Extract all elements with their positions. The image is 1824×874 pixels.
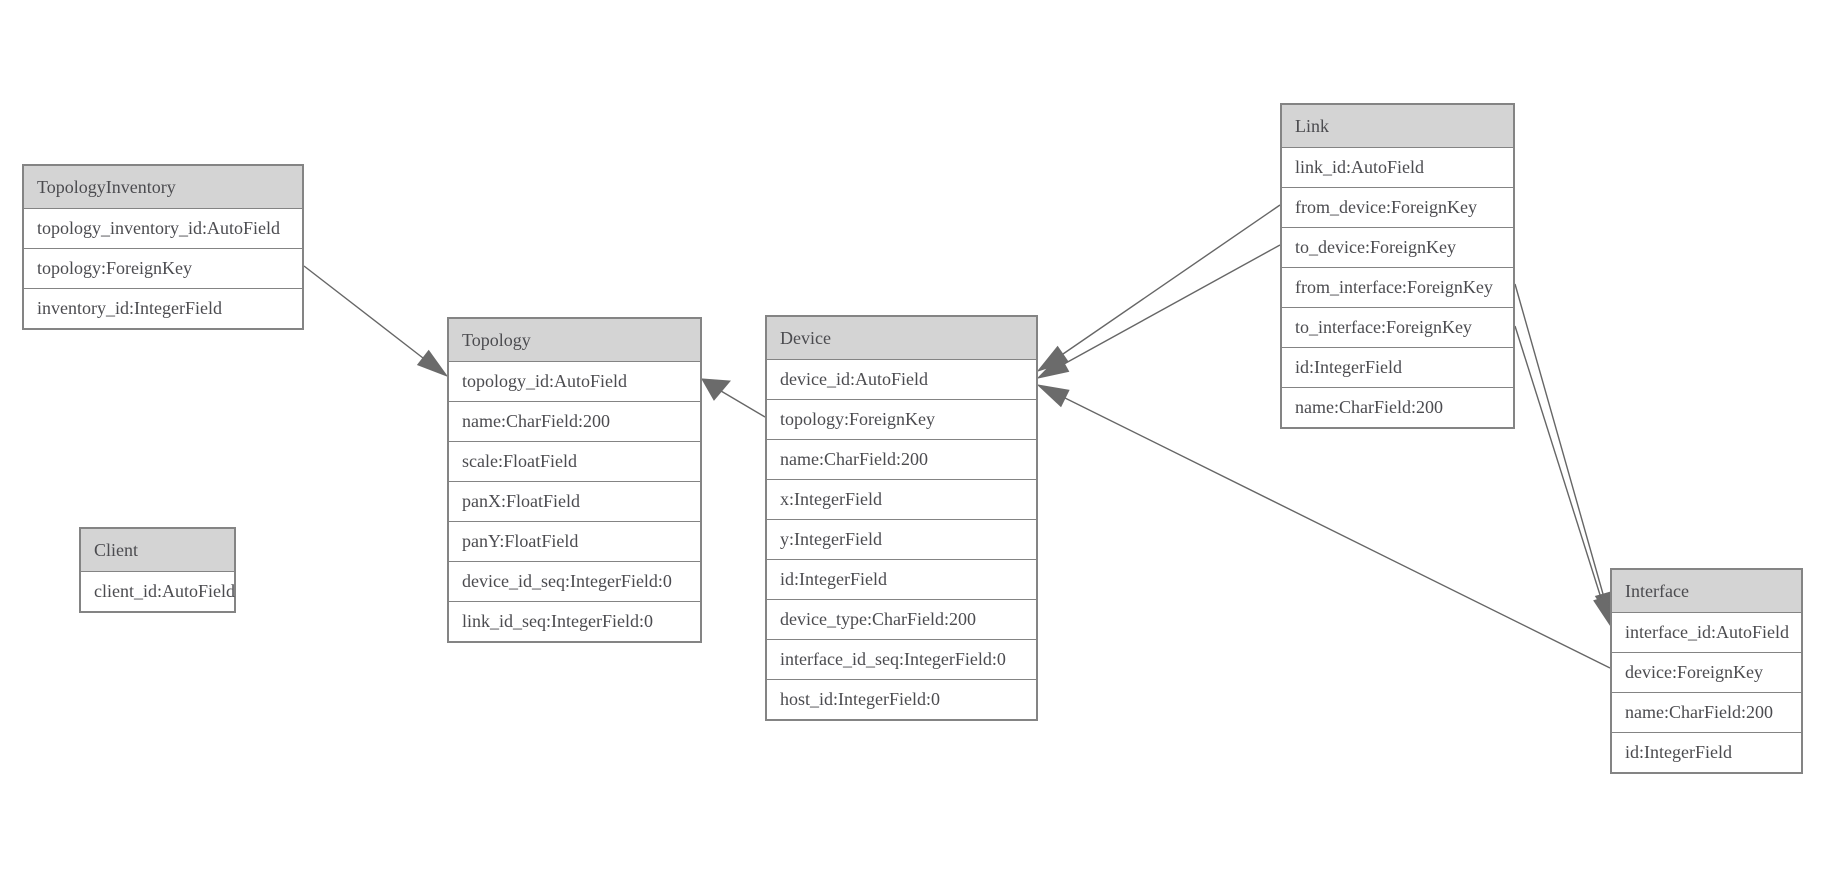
entity-title: Interface xyxy=(1612,570,1801,612)
entity-title: TopologyInventory xyxy=(24,166,302,208)
relationship-line xyxy=(1064,397,1611,669)
entity-field-row: interface_id:AutoField xyxy=(1612,612,1801,652)
relationship-arrowhead-icon xyxy=(1036,354,1070,379)
entity-field-row: from_interface:ForeignKey xyxy=(1282,267,1513,307)
relationship-line xyxy=(1514,283,1604,595)
entity-field-row: interface_id_seq:IntegerField:0 xyxy=(767,639,1036,679)
entity-field-row: link_id:AutoField xyxy=(1282,147,1513,187)
entity-topologyinventory: TopologyInventory topology_inventory_id:… xyxy=(22,164,304,330)
relationship-arrowhead-icon xyxy=(1036,384,1070,408)
entity-field-row: topology:ForeignKey xyxy=(24,248,302,288)
entity-title: Client xyxy=(81,529,234,571)
entity-field-row: to_device:ForeignKey xyxy=(1282,227,1513,267)
entity-field-row: name:CharField:200 xyxy=(449,401,700,441)
relationship-line xyxy=(720,390,766,418)
relationship-line xyxy=(1514,325,1602,599)
entity-field-row: topology_id:AutoField xyxy=(449,361,700,401)
entity-field-row: host_id:IntegerField:0 xyxy=(767,679,1036,719)
relationship-line xyxy=(1062,204,1281,355)
entity-field-row: topology_inventory_id:AutoField xyxy=(24,208,302,248)
entity-field-row: device:ForeignKey xyxy=(1612,652,1801,692)
entity-field-row: name:CharField:200 xyxy=(1282,387,1513,427)
relationship-arrowhead-icon xyxy=(416,349,449,378)
entity-field-row: topology:ForeignKey xyxy=(767,399,1036,439)
entity-field-row: name:CharField:200 xyxy=(1612,692,1801,732)
entity-field-row: device_id_seq:IntegerField:0 xyxy=(449,561,700,601)
entity-field-row: link_id_seq:IntegerField:0 xyxy=(449,601,700,641)
relationship-line xyxy=(303,265,424,359)
entity-field-row: device_type:CharField:200 xyxy=(767,599,1036,639)
entity-field-row: panX:FloatField xyxy=(449,481,700,521)
entity-field-row: to_interface:ForeignKey xyxy=(1282,307,1513,347)
entity-title: Device xyxy=(767,317,1036,359)
entity-title: Link xyxy=(1282,105,1513,147)
entity-field-row: inventory_id:IntegerField xyxy=(24,288,302,328)
entity-field-row: id:IntegerField xyxy=(1282,347,1513,387)
entity-field-row: x:IntegerField xyxy=(767,479,1036,519)
entity-field-row: name:CharField:200 xyxy=(767,439,1036,479)
entity-field-row: scale:FloatField xyxy=(449,441,700,481)
entity-field-row: id:IntegerField xyxy=(767,559,1036,599)
entity-field-row: y:IntegerField xyxy=(767,519,1036,559)
entity-field-row: client_id:AutoField xyxy=(81,571,235,611)
relationship-arrowhead-icon xyxy=(1593,595,1611,627)
entity-client: Client client_id:AutoField xyxy=(79,527,236,613)
relationship-arrowhead-icon xyxy=(701,378,732,401)
entity-field-row: id:IntegerField xyxy=(1612,732,1801,772)
entity-title: Topology xyxy=(449,319,700,361)
relationship-line xyxy=(1063,244,1281,365)
entity-field-row: panY:FloatField xyxy=(449,521,700,561)
entity-field-row: device_id:AutoField xyxy=(767,359,1036,399)
entity-field-row: from_device:ForeignKey xyxy=(1282,187,1513,227)
